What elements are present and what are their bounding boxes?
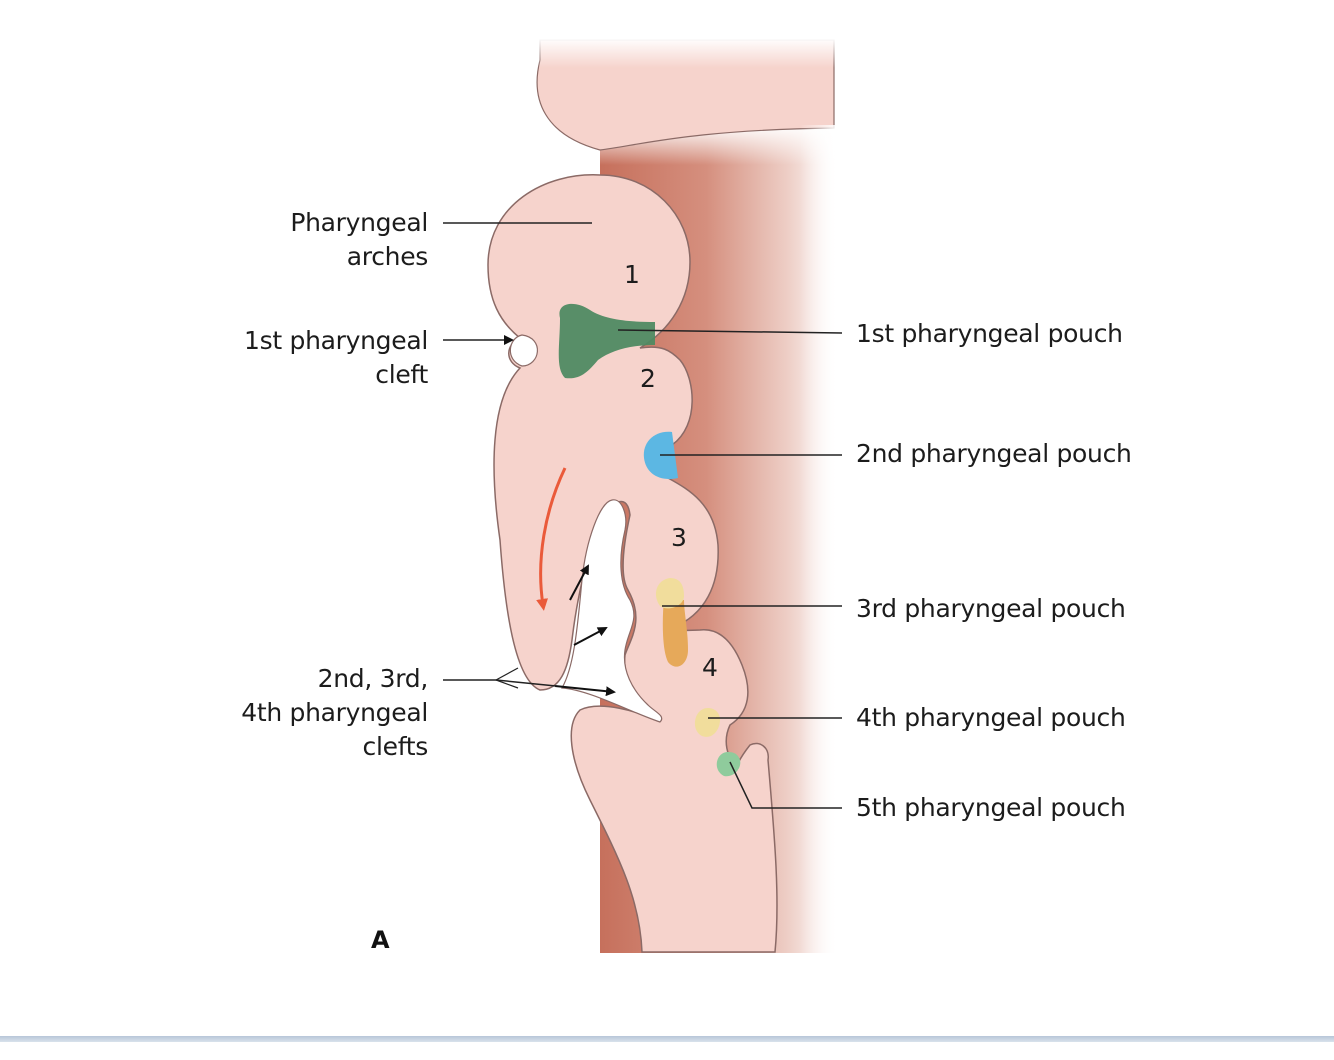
pouch-3-upper [655, 578, 684, 609]
panel-letter: A [371, 926, 390, 954]
leader-pouch-1 [617, 329, 843, 334]
arch-number-2: 2 [640, 364, 656, 393]
leader-pouch-5 [729, 761, 842, 809]
label-other-clefts-line2: 4th pharyngeal [241, 698, 428, 727]
cervical-sinus [561, 499, 663, 723]
label-pharyngeal-arches: Pharyngeal arches [290, 206, 428, 274]
arch-number-3: 3 [671, 523, 687, 552]
migration-arrow [536, 467, 567, 611]
label-first-cleft-line1: 1st pharyngeal [244, 326, 428, 355]
label-pouch-4: 4th pharyngeal pouch [856, 703, 1126, 732]
label-pharyngeal-arches-line2: arches [346, 242, 429, 271]
label-pharyngeal-arches-line1: Pharyngeal [290, 208, 428, 237]
bottom-divider [0, 1036, 1334, 1042]
label-pouch-5: 5th pharyngeal pouch [856, 793, 1126, 822]
sinus-arrow-1 [569, 564, 589, 601]
pouch-3-lower [662, 598, 688, 667]
label-other-clefts-line1: 2nd, 3rd, [317, 664, 429, 693]
label-first-cleft: 1st pharyngeal cleft [244, 324, 428, 392]
pouch-4 [694, 708, 720, 737]
label-pouch-2: 2nd pharyngeal pouch [856, 439, 1132, 468]
label-other-clefts: 2nd, 3rd, 4th pharyngeal clefts [241, 662, 428, 764]
sinus-arrow-3 [554, 685, 616, 697]
first-cleft-notch [509, 334, 538, 367]
arch-number-1: 1 [624, 260, 640, 289]
label-pouch-1: 1st pharyngeal pouch [856, 319, 1123, 348]
sinus-arrow-2 [573, 627, 608, 646]
pouch-1 [558, 303, 655, 379]
label-first-cleft-line2: cleft [375, 360, 428, 389]
label-other-clefts-line3: clefts [362, 732, 429, 761]
leader-clefts-fork [494, 667, 519, 689]
label-pouch-3: 3rd pharyngeal pouch [856, 594, 1126, 623]
arch-number-4: 4 [702, 653, 718, 682]
